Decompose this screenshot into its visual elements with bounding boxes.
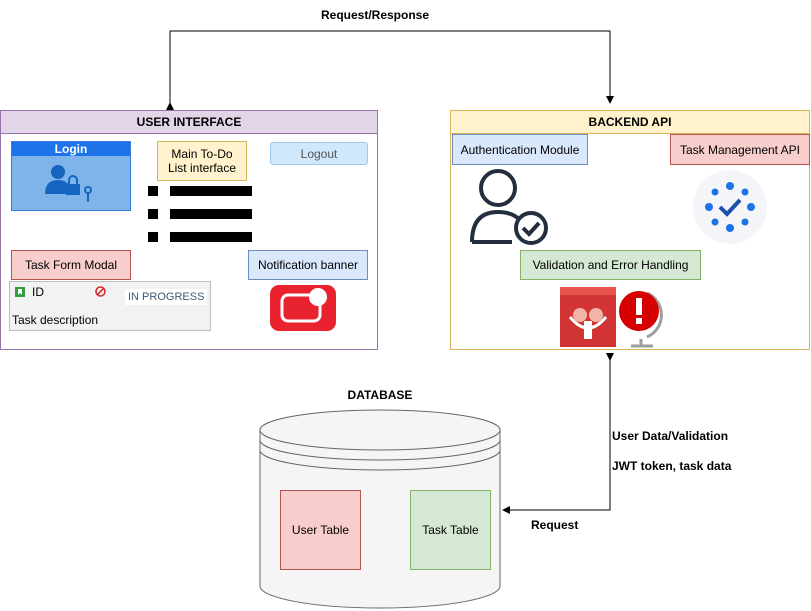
- request-response-label: Request/Response: [320, 8, 430, 22]
- blocked-icon: [95, 286, 106, 297]
- list-icon: [148, 186, 252, 242]
- error-globe-icon: [619, 291, 663, 348]
- notification-banner-box: Notification banner: [248, 250, 368, 280]
- login-widget[interactable]: Login: [11, 141, 131, 211]
- task-management-api-box: Task Management API: [670, 134, 810, 165]
- id-badge-icon: [15, 287, 25, 297]
- main-todo-box: Main To-Do List interface: [157, 141, 247, 181]
- backend-api-title: BACKEND API: [450, 110, 810, 134]
- notification-icon: [270, 285, 336, 331]
- authentication-module-box: Authentication Module: [452, 134, 588, 165]
- user-data-validation-label: User Data/Validation: [612, 429, 729, 443]
- user-interface-title: USER INTERFACE: [0, 110, 378, 134]
- task-status-badge: IN PROGRESS: [125, 289, 208, 305]
- request-label: Request: [531, 518, 579, 532]
- database-title: DATABASE: [347, 388, 413, 402]
- api-database-connector: [502, 353, 614, 514]
- user-table-box: User Table: [280, 490, 361, 570]
- task-card[interactable]: ID IN PROGRESS Task description: [9, 281, 211, 331]
- task-table-box: Task Table: [410, 490, 491, 570]
- task-api-icon: [693, 170, 767, 244]
- task-description: Task description: [12, 313, 99, 327]
- login-label: Login: [12, 142, 130, 156]
- request-response-connector: [166, 30, 614, 110]
- logout-button[interactable]: Logout: [270, 142, 368, 165]
- login-user-lock-icon: [45, 165, 92, 202]
- task-id-label: ID: [32, 285, 44, 299]
- validation-error-handling-box: Validation and Error Handling: [520, 250, 701, 280]
- firewall-icon: [560, 287, 616, 347]
- jwt-token-label: JWT token, task data: [612, 459, 732, 473]
- user-check-icon: [470, 169, 548, 245]
- task-form-modal-box: Task Form Modal: [11, 250, 131, 280]
